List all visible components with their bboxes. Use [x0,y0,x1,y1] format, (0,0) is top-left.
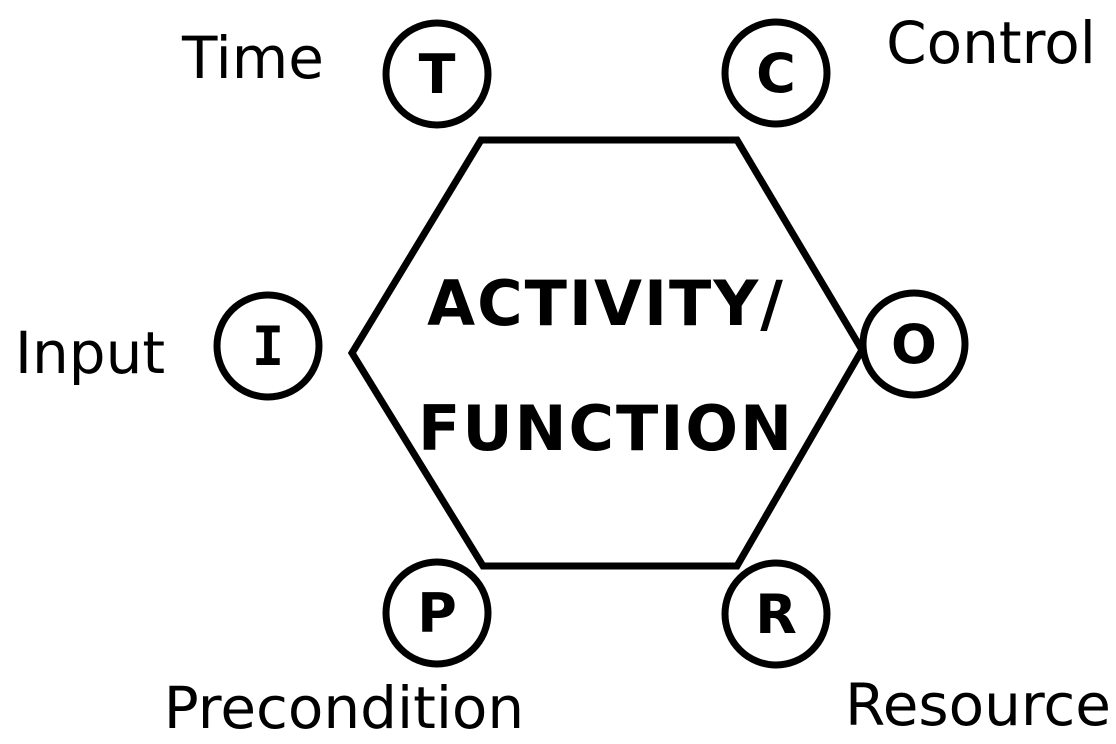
time-node-label: Time [181,24,324,92]
time-node-circle [382,19,492,129]
node-resource: R Resource [721,559,1111,739]
output-node-circle [859,289,969,399]
time-node-letter: T [419,43,456,106]
input-node-letter: I [252,315,285,378]
node-output: O [859,289,969,399]
hexagon-title-line2: FUNCTION [418,392,794,465]
control-node-label: Control [886,9,1096,77]
precondition-node-label: Precondition [164,674,524,742]
node-precondition: P Precondition [164,558,524,742]
node-time: T Time [181,19,492,129]
input-node-circle [213,291,323,401]
resource-node-circle [721,559,831,669]
resource-node-letter: R [755,583,797,646]
node-control: C Control [721,9,1096,128]
control-node-circle [721,18,831,128]
resource-node-label: Resource [845,671,1111,739]
precondition-node-circle [382,558,492,668]
node-input: I Input [15,291,323,401]
hexagon-shape [347,136,867,570]
control-node-letter: C [756,42,796,105]
precondition-node-letter: P [417,582,457,645]
output-node-letter: O [891,313,937,376]
hexagon-title-line1: ACTIVITY/ [427,267,785,340]
input-node-label: Input [15,319,165,387]
